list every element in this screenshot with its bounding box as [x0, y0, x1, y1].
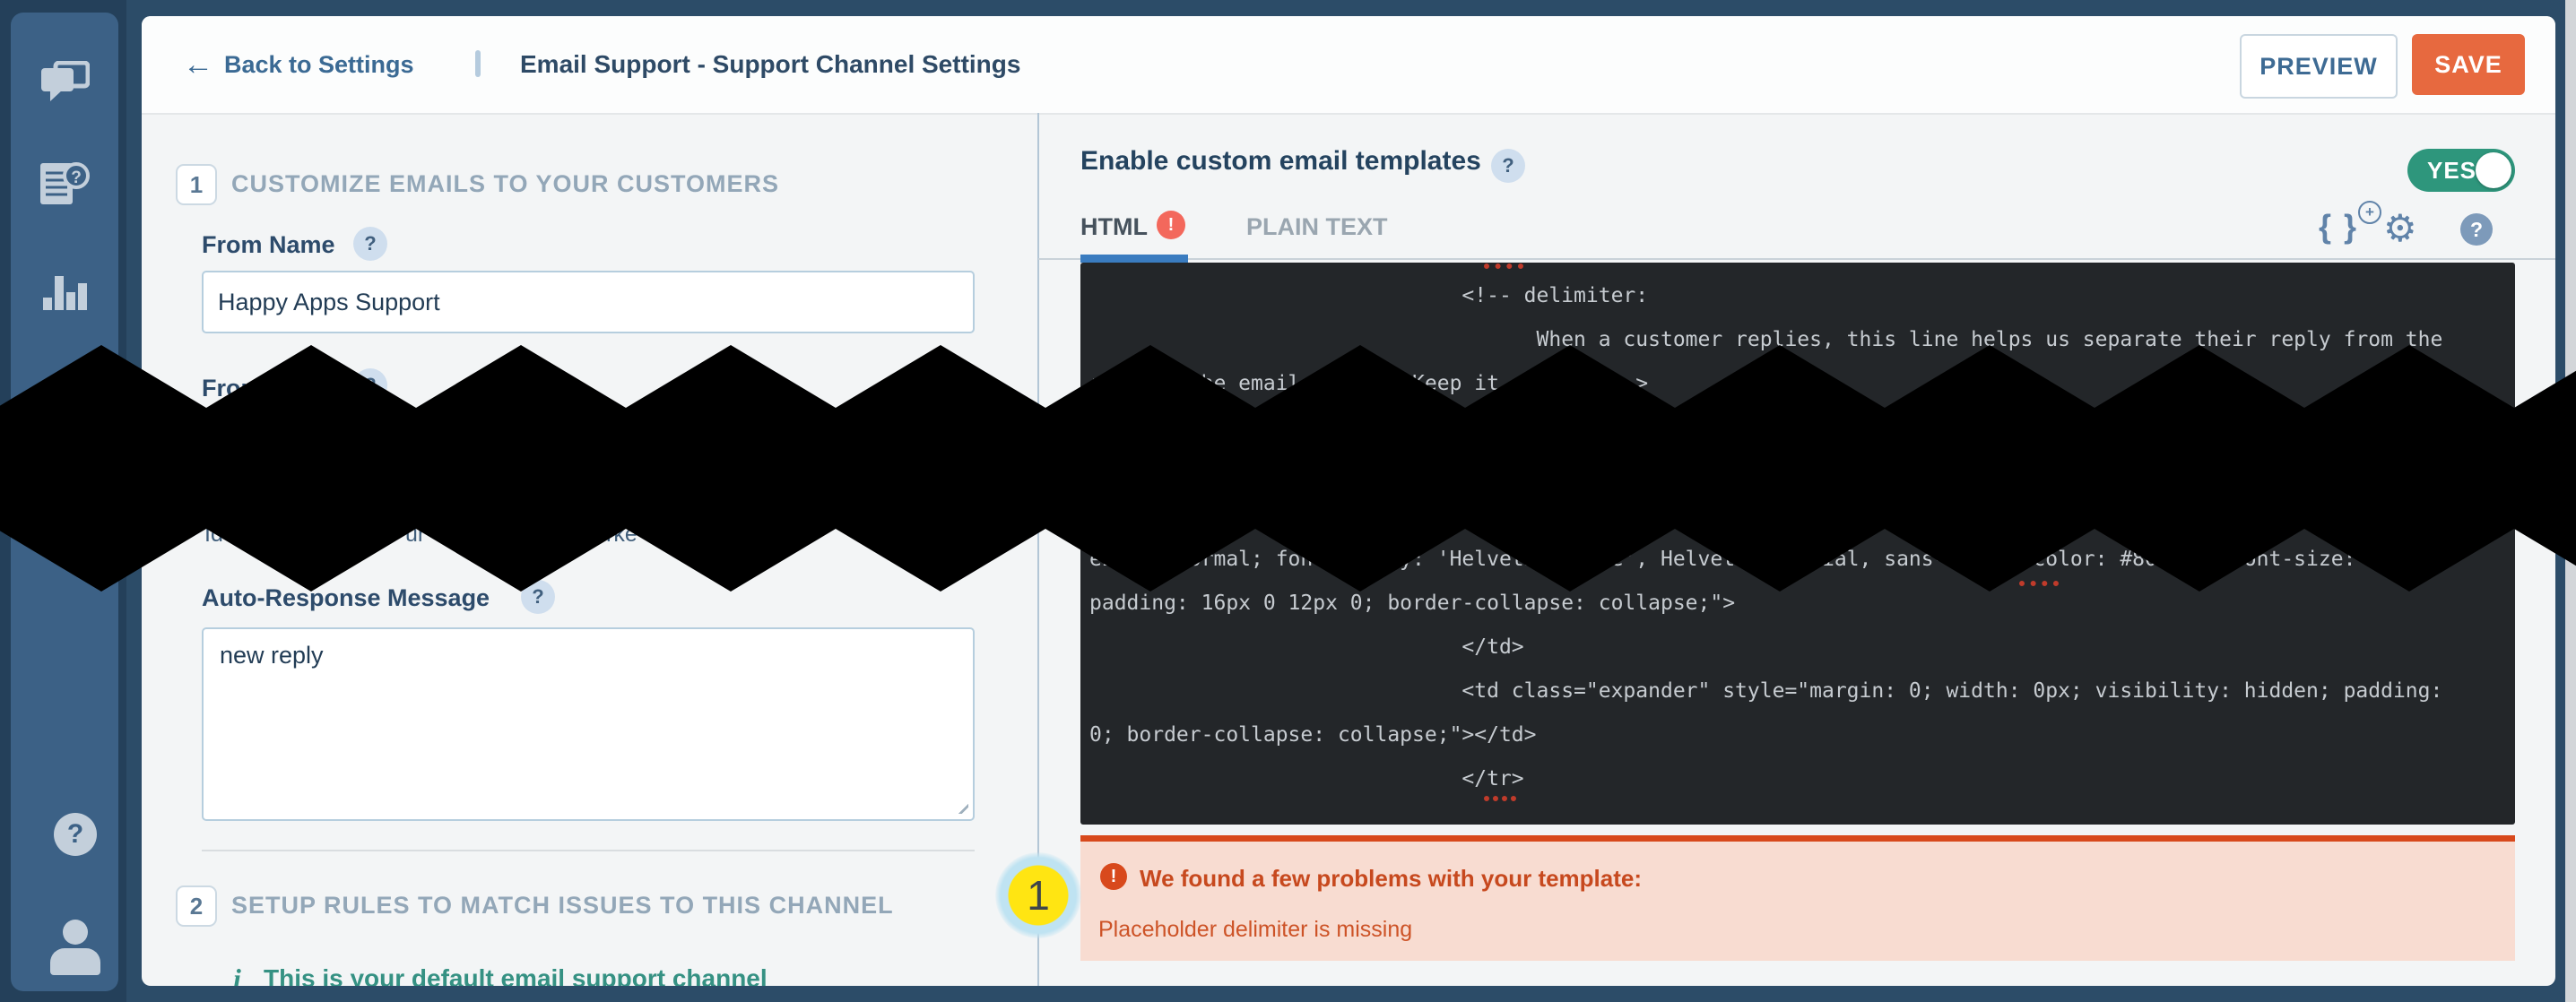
profile-icon[interactable] [63, 920, 88, 945]
tabs-bottom-border [1038, 258, 2555, 260]
knowledge-base-icon[interactable]: ? [11, 160, 118, 208]
code-line: </tr> [1089, 767, 1524, 790]
reports-icon[interactable] [11, 267, 118, 310]
gear-icon[interactable]: ⚙ [2383, 207, 2417, 249]
template-error-panel: ! We found a few problems with your temp… [1080, 835, 2515, 961]
back-to-settings-link[interactable]: ← Back to Settings [183, 47, 414, 82]
toggle-label: YES [2427, 156, 2477, 184]
redaction-zigzag-top [0, 345, 2576, 408]
active-tab-underline [1080, 255, 1188, 263]
bar-chart-icon [43, 276, 87, 310]
code-line: </td> [1089, 635, 1524, 659]
auto-response-textarea[interactable]: new reply [202, 627, 975, 821]
page-title: Email Support - Support Channel Settings [520, 50, 1021, 78]
redaction-band [0, 408, 2576, 529]
insert-placeholder-plus-icon: + [2358, 201, 2381, 224]
svg-text:?: ? [71, 168, 82, 187]
doc-question-icon: ? [40, 162, 90, 204]
conversations-icon[interactable] [11, 61, 118, 102]
editor-help-icon[interactable]: ? [2460, 213, 2493, 246]
tab-html[interactable]: HTML [1080, 213, 1148, 240]
section-divider [202, 850, 975, 851]
templates-heading: Enable custom email templates [1080, 146, 1481, 176]
section-2-title: SETUP RULES TO MATCH ISSUES TO THIS CHAN… [231, 892, 894, 919]
section-2-number: 2 [176, 885, 217, 927]
save-button[interactable]: SAVE [2412, 34, 2525, 95]
info-icon: i [233, 963, 241, 986]
code-line: 0; border-collapse: collapse;"></td> [1089, 723, 1537, 747]
annotation-step-badge: 1 [995, 852, 1081, 938]
from-name-input[interactable] [202, 271, 975, 333]
preview-button[interactable]: PREVIEW [2240, 34, 2398, 99]
error-squiggle [1484, 796, 1516, 801]
page-header: ← Back to Settings Email Support - Suppo… [142, 16, 2555, 115]
error-squiggle [2019, 581, 2059, 586]
templates-help-icon[interactable]: ? [1491, 149, 1525, 183]
section-1-title: CUSTOMIZE EMAILS TO YOUR CUSTOMERS [231, 170, 780, 197]
toggle-knob [2476, 152, 2511, 188]
tab-plain-text[interactable]: PLAIN TEXT [1246, 213, 1388, 240]
from-name-help-icon[interactable]: ? [353, 227, 387, 261]
header-separator [475, 50, 481, 77]
back-label: Back to Settings [224, 50, 414, 78]
code-line: padding: 16px 0 12px 0; border-collapse:… [1089, 592, 1736, 615]
error-title: We found a few problems with your templa… [1140, 865, 1643, 892]
error-message: Placeholder delimiter is missing [1098, 917, 1413, 942]
insert-placeholder-icon[interactable]: { } [2319, 208, 2359, 245]
custom-templates-toggle[interactable]: YES [2407, 149, 2515, 192]
section-1-number: 1 [176, 164, 217, 205]
error-icon: ! [1100, 863, 1127, 890]
panel-divider [1037, 113, 1039, 986]
sidebar-help-icon[interactable]: ? [54, 813, 97, 856]
code-line: <td class="expander" style="margin: 0; w… [1089, 679, 2443, 703]
chat-bubbles-icon [41, 61, 90, 101]
error-squiggle [1484, 263, 1523, 269]
auto-response-label: Auto-Response Message [202, 584, 490, 611]
code-line: <!-- delimiter: [1089, 284, 1649, 307]
tab-html-error-badge: ! [1157, 211, 1185, 239]
back-arrow-icon: ← [183, 48, 213, 82]
profile-icon-body[interactable] [50, 948, 100, 975]
from-name-label: From Name [202, 231, 335, 258]
question-glyph: ? [66, 819, 84, 849]
redaction-zigzag-bottom [0, 529, 2576, 592]
default-channel-note: This is your default email support chann… [264, 964, 768, 986]
code-line: When a customer replies, this line helps… [1089, 328, 2443, 351]
